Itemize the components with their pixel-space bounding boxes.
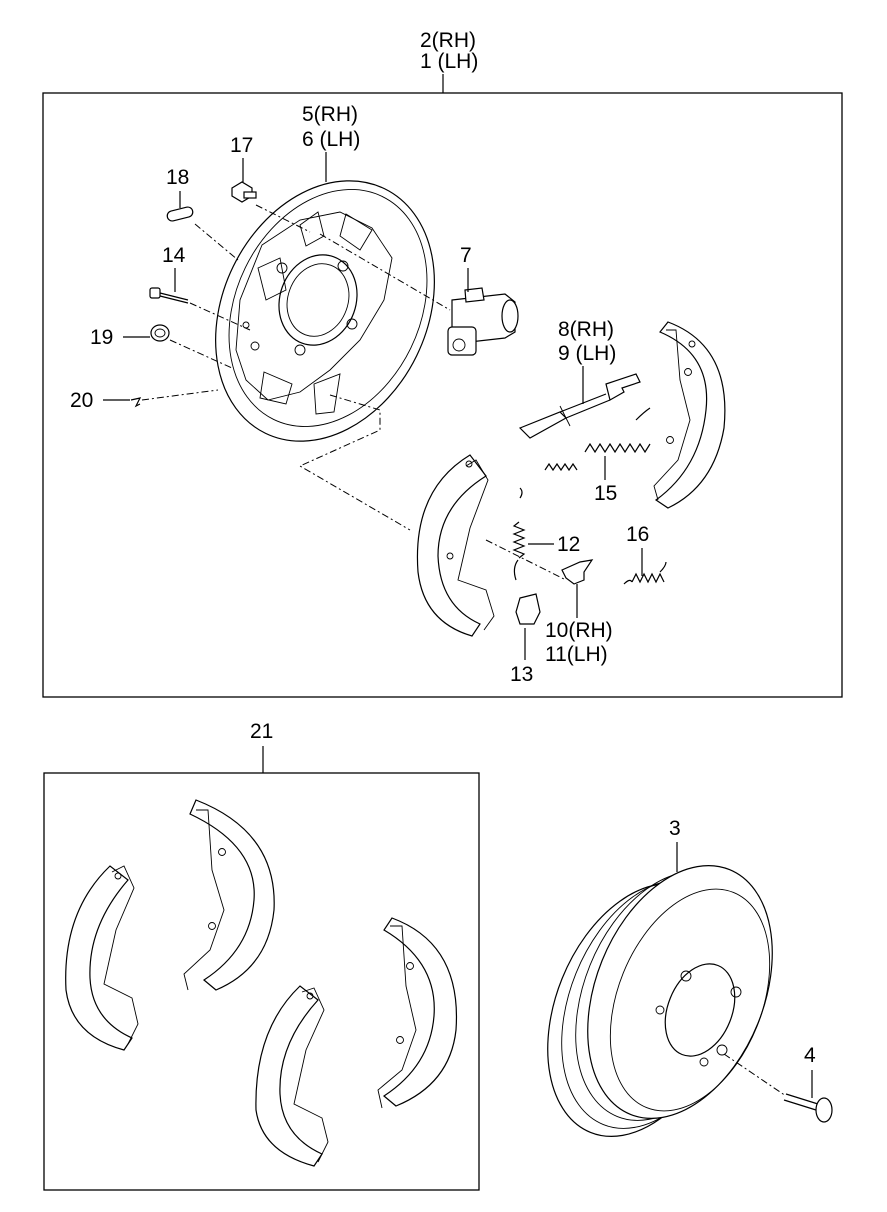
callout-19-label: 19 bbox=[90, 326, 113, 349]
kit-shoe-1 bbox=[65, 865, 139, 1051]
callout-9-label: 9 (LH) bbox=[558, 342, 616, 365]
callout-5-label: 5(RH) bbox=[302, 103, 358, 126]
callout-8-label: 8(RH) bbox=[558, 318, 614, 341]
clip-20 bbox=[130, 397, 142, 408]
callout-6-label: 6 (LH) bbox=[302, 128, 360, 151]
backing-plate bbox=[215, 180, 435, 442]
callout-4-label: 4 bbox=[804, 1044, 816, 1067]
cap-19 bbox=[150, 324, 170, 342]
bolt-4 bbox=[783, 1093, 833, 1123]
callout-11-label: 11(LH) bbox=[545, 643, 608, 666]
spring-16 bbox=[623, 561, 667, 585]
spring-12 bbox=[512, 487, 526, 581]
assembly-label-lh: 1 (LH) bbox=[420, 50, 478, 73]
spring-15 bbox=[544, 407, 651, 472]
kit-shoe-3 bbox=[377, 917, 458, 1109]
callout-3-label: 3 bbox=[669, 817, 681, 840]
shoe-kit-frame bbox=[43, 772, 480, 1191]
callout-13-label: 13 bbox=[510, 663, 533, 686]
brake-shoe-right bbox=[653, 321, 726, 509]
plug-18 bbox=[166, 206, 194, 222]
callout-16-label: 16 bbox=[626, 523, 649, 546]
brake-shoe-left bbox=[416, 454, 495, 637]
callout-15-label: 15 bbox=[594, 482, 617, 505]
callout-14-label: 14 bbox=[162, 244, 186, 267]
brake-drum bbox=[547, 865, 773, 1137]
kit-shoe-2 bbox=[183, 799, 275, 991]
wheel-cylinder-7 bbox=[447, 287, 519, 356]
callout-10-label: 10(RH) bbox=[545, 619, 613, 642]
callout-20-label: 20 bbox=[70, 389, 93, 412]
bolt-17 bbox=[231, 181, 257, 203]
clip-13 bbox=[515, 593, 541, 625]
adjuster-8 bbox=[518, 373, 641, 439]
kit-label: 21 bbox=[250, 720, 273, 743]
callout-12-label: 12 bbox=[557, 533, 580, 556]
kit-shoe-4 bbox=[255, 985, 329, 1167]
lever-10 bbox=[561, 559, 594, 585]
assembly-label-rh: 2(RH) bbox=[420, 29, 476, 52]
pin-14 bbox=[149, 287, 189, 304]
callout-18-label: 18 bbox=[166, 166, 189, 189]
callout-7-label: 7 bbox=[460, 244, 472, 267]
callout-17-label: 17 bbox=[230, 134, 253, 157]
